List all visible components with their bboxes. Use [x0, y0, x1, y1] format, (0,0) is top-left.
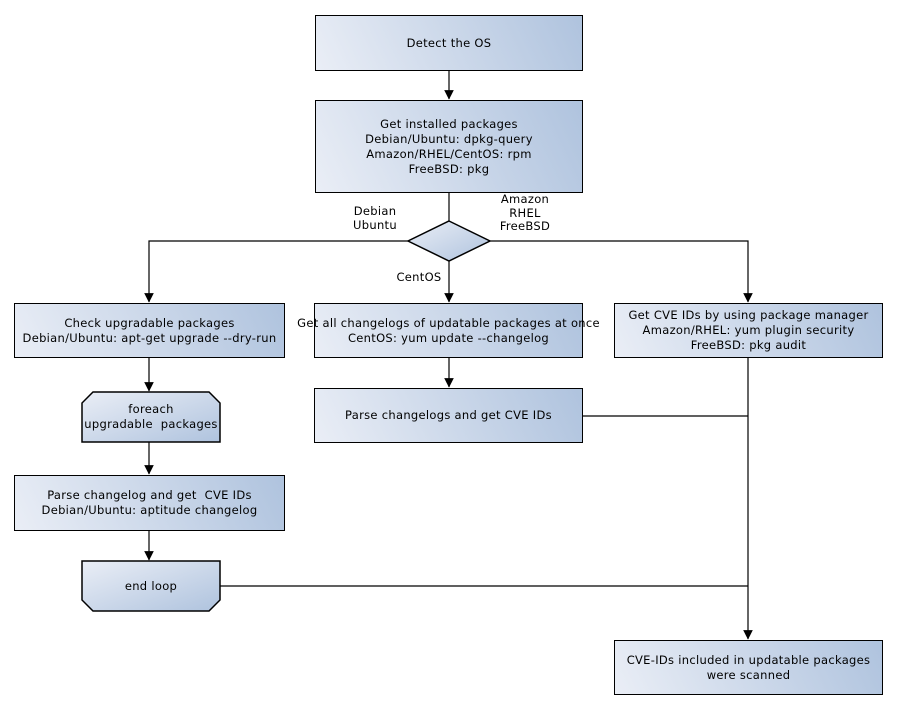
edge-label-amazon-rhel-freebsd: Amazon RHEL FreeBSD	[499, 192, 551, 233]
node-get-installed-packages: Get installed packages Debian/Ubuntu: dp…	[315, 100, 583, 193]
edge-decision-to-get-cve-ids	[490, 240, 753, 303]
edge-label-debian-ubuntu: Debian Ubuntu	[353, 204, 397, 232]
node-scan-result: CVE-IDs included in updatable packages w…	[614, 640, 883, 695]
node-parse-changelog-debian: Parse changelog and get CVE IDs Debian/U…	[14, 475, 285, 531]
node-detect-os: Detect the OS	[315, 15, 583, 71]
decision-os-diamond	[406, 220, 492, 262]
end-loop-shape	[81, 560, 221, 612]
edge-label-centos: CentOS	[396, 270, 442, 284]
foreach-loop-shape	[81, 391, 221, 443]
node-parse-changelogs-centos: Parse changelogs and get CVE IDs	[314, 388, 583, 443]
foreach-loop-label: foreach upgradable packages	[84, 402, 218, 431]
end-loop-label: end loop	[124, 578, 178, 593]
node-get-cve-ids-pkg-manager: Get CVE IDs by using package manager Ama…	[614, 303, 883, 358]
edge-decision-to-check-upgradable	[144, 240, 408, 303]
node-check-upgradable-packages: Check upgradable packages Debian/Ubuntu:…	[14, 303, 285, 358]
node-get-all-changelogs: Get all changelogs of updatable packages…	[297, 303, 600, 358]
